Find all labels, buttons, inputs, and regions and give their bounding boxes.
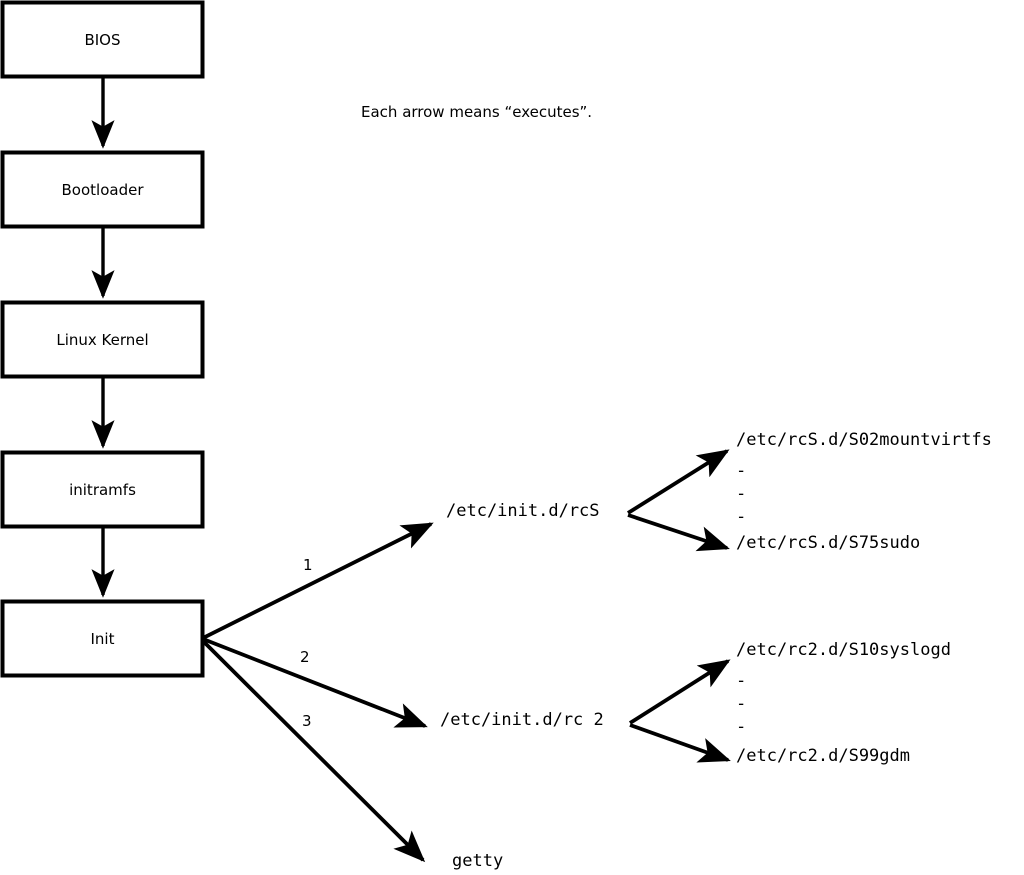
ellipsis-dash-rcs-2: - — [736, 484, 747, 504]
ellipsis-dash-rcs-1: - — [736, 461, 747, 481]
leaf-label-rcs-first: /etc/rcS.d/S02mountvirtfs — [736, 430, 992, 450]
ellipsis-dash-rc2-1: - — [736, 671, 747, 691]
ellipsis-dash-rc2-2: - — [736, 694, 747, 714]
ellipsis-dash-rc2-3: - — [736, 717, 747, 737]
arrow-init-to-rc2 — [202, 637, 428, 728]
leaf-label-rc2-first: /etc/rc2.d/S10syslogd — [736, 640, 951, 660]
arrow-init-to-getty — [201, 639, 426, 863]
leaf-label-rcs-last: /etc/rcS.d/S75sudo — [736, 533, 921, 553]
arrow-rc2-to-first-script — [628, 659, 731, 725]
arrow-init-to-rcs — [202, 522, 434, 640]
box-initramfs — [0, 450, 205, 529]
box-init — [0, 599, 205, 678]
arrow-rcs-to-last-script — [627, 513, 730, 552]
box-bootloader — [0, 150, 205, 229]
box-bios — [0, 0, 205, 79]
leaf-label-rc2-last: /etc/rc2.d/S99gdm — [736, 746, 910, 766]
script-label-rc2: /etc/init.d/rc 2 — [440, 710, 604, 730]
script-label-rcs: /etc/init.d/rcS — [446, 501, 600, 521]
branch-number-3: 3 — [302, 712, 312, 730]
ellipsis-dash-rcs-3: - — [736, 507, 747, 527]
branch-number-2: 2 — [300, 648, 310, 666]
arrow-rc2-to-last-script — [629, 723, 731, 763]
arrow-rcs-to-first-script — [626, 449, 730, 515]
script-label-getty: getty — [452, 851, 504, 871]
box-linux-kernel — [0, 300, 205, 379]
branch-number-1: 1 — [303, 556, 313, 574]
legend-note: Each arrow means “executes”. — [361, 103, 593, 121]
